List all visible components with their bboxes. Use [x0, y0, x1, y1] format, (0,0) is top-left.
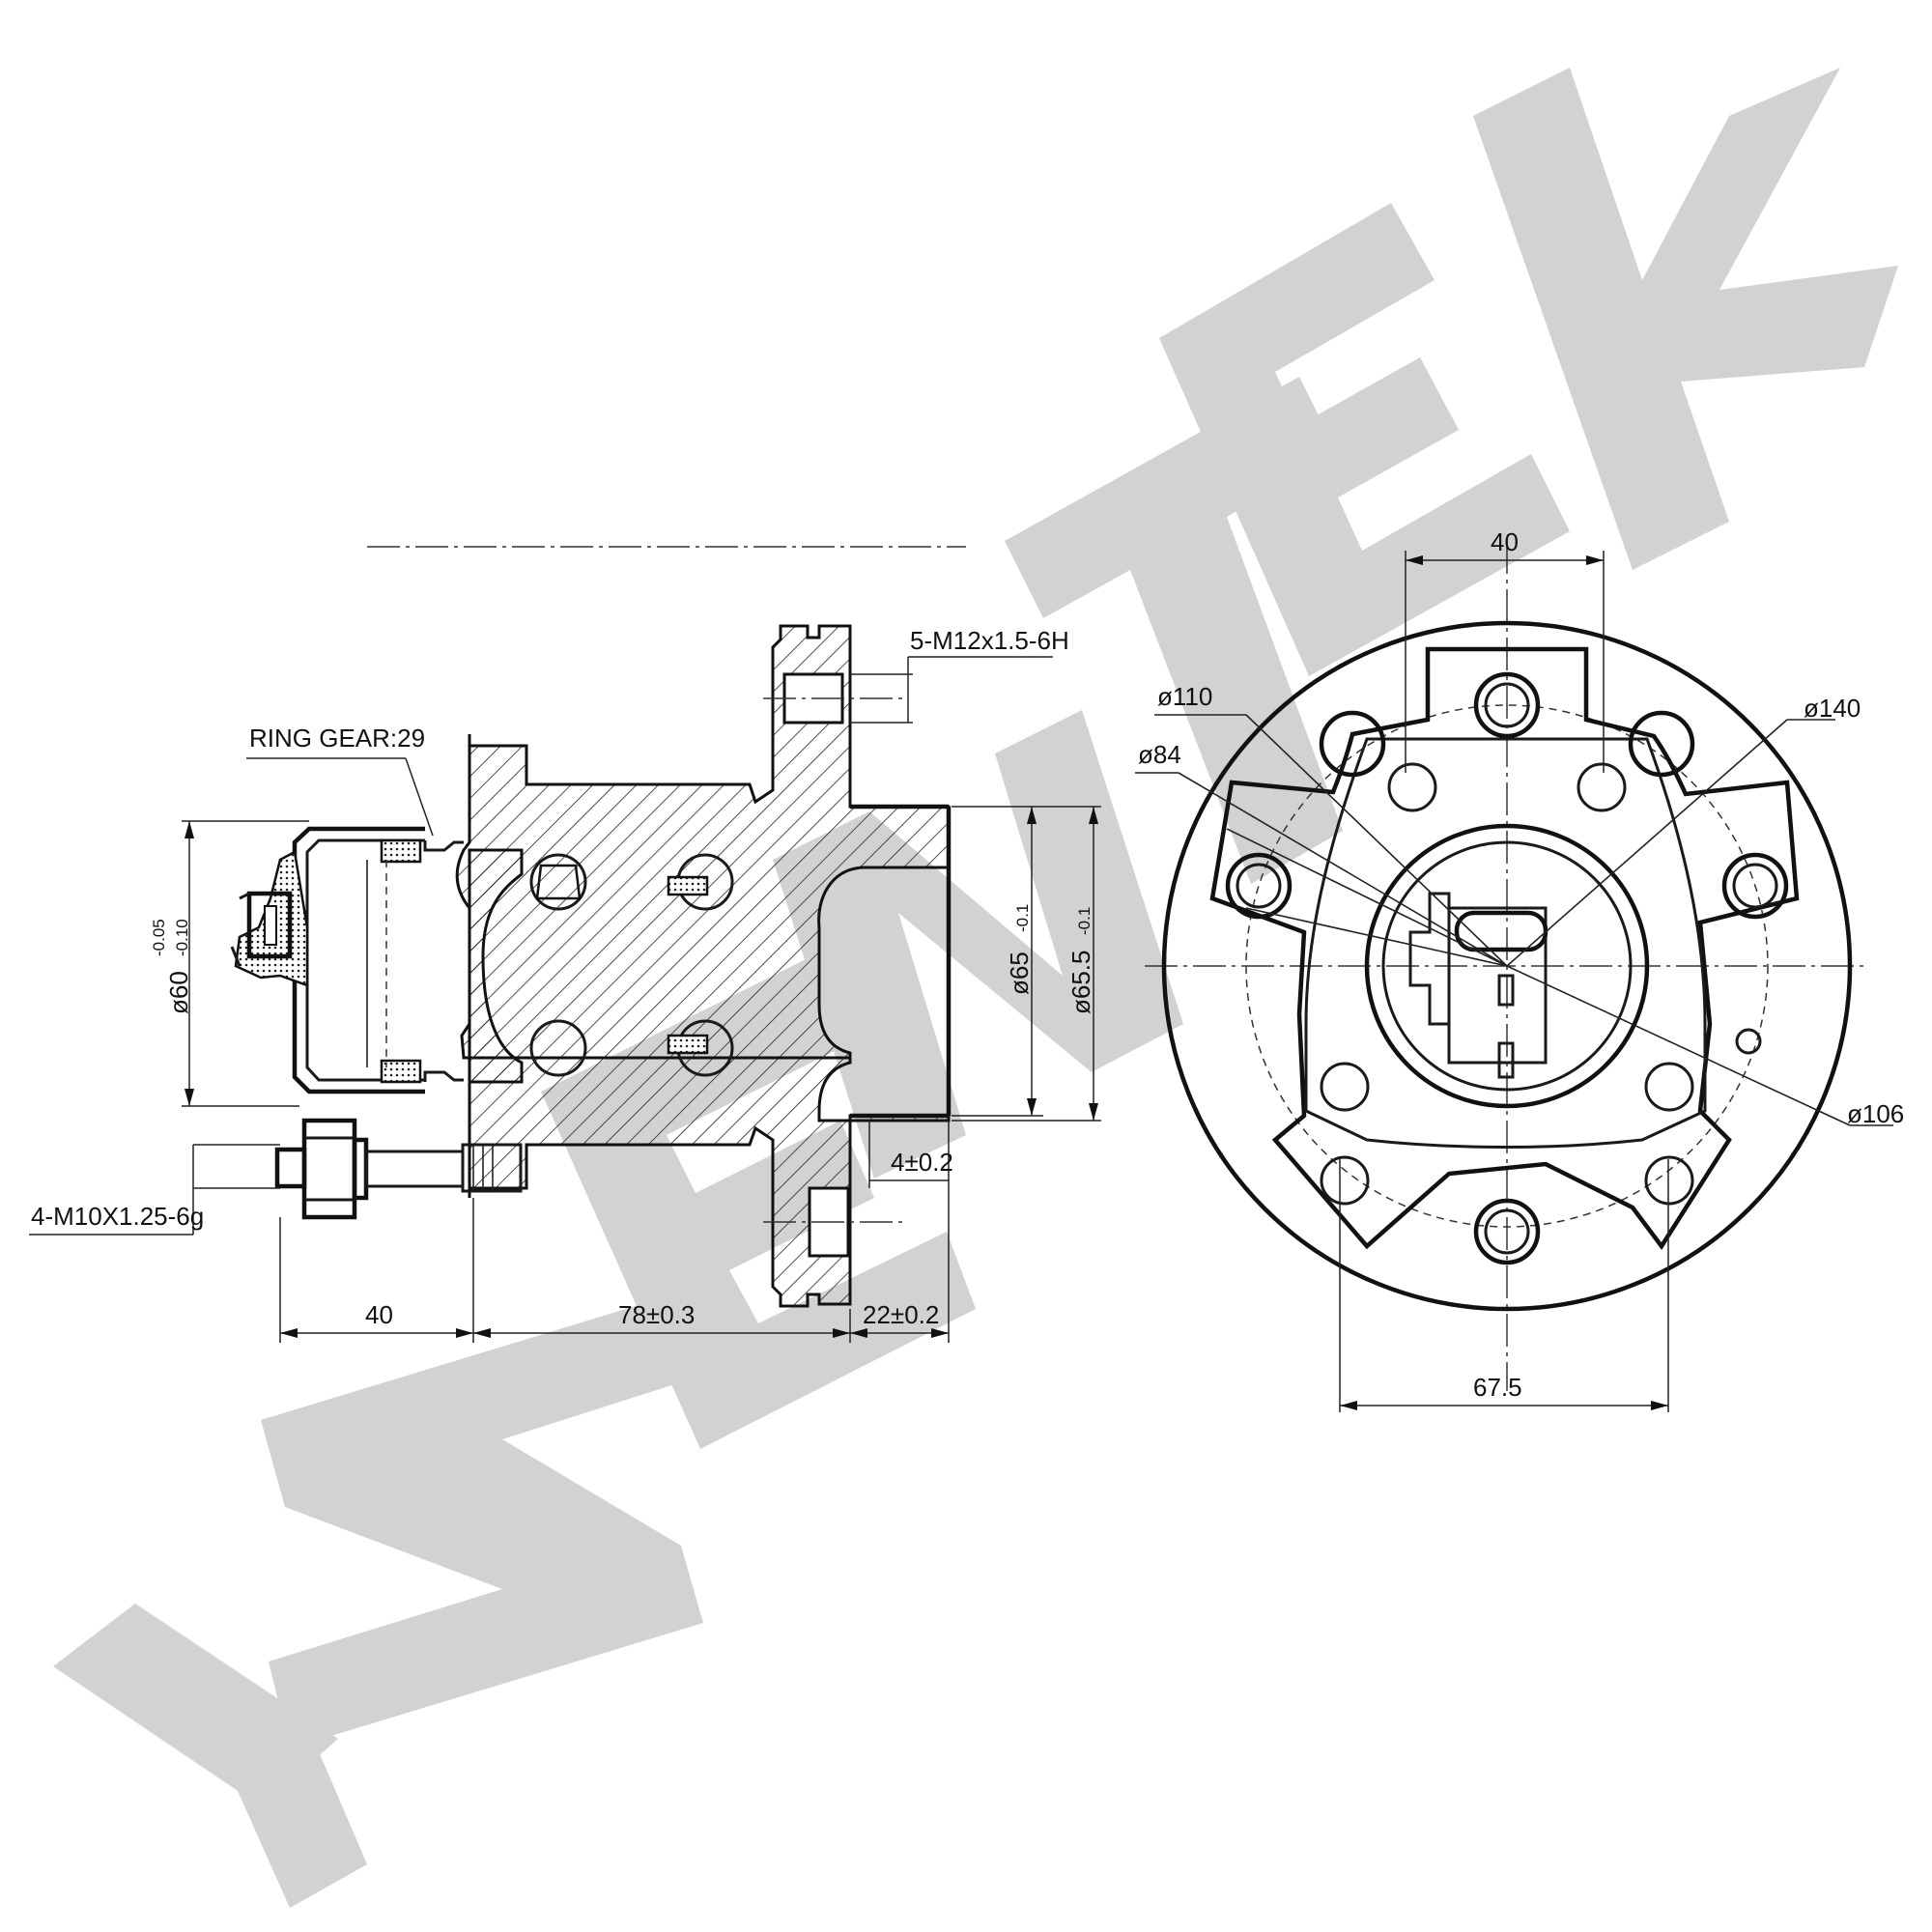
seal-upper — [380, 838, 422, 864]
wheel-stud-label: 5-M12x1.5-6H — [910, 626, 1069, 655]
stud-hole-upper-left — [1319, 710, 1386, 778]
mount-hole-1 — [1387, 762, 1437, 812]
small-hole — [1735, 1028, 1762, 1055]
hub-bore-inner — [1381, 840, 1633, 1092]
seal-lower — [380, 1059, 422, 1084]
dim-pilot-dia: ø60 — [164, 971, 193, 1014]
side-section-view: ø60 -0.05 -0.10 ø65 -0.1 ø65.5 -0.1 40 7… — [29, 546, 1101, 1343]
dim-spigot-dia: ø65 — [1005, 952, 1034, 995]
outer-circle — [1161, 620, 1853, 1312]
dim-pcd-84: ø84 — [1138, 740, 1181, 769]
mount-hole-6 — [1644, 1155, 1694, 1206]
seal-upper-2 — [667, 875, 709, 896]
front-view: ø110 ø84 ø140 ø106 40 67.5 — [1135, 527, 1904, 1412]
dim-pcd-110: ø110 — [1157, 682, 1212, 711]
bearing-ball-lower-1 — [529, 1019, 587, 1077]
dim-spigot-tol: -0.1 — [1013, 904, 1032, 932]
dim-spigot2-tol: -0.1 — [1075, 907, 1094, 935]
zentek-watermark — [53, 68, 1898, 1908]
flange-star — [1209, 646, 1800, 1250]
dim-flange-step: 4±0.2 — [891, 1148, 953, 1177]
dim-bottom-width: 67.5 — [1473, 1373, 1522, 1402]
stud-hole-left — [1225, 852, 1293, 920]
stud-hole-bottom — [1473, 1198, 1541, 1265]
mount-hole-3 — [1320, 1062, 1370, 1112]
dim-flange-offset: 22±0.2 — [863, 1300, 939, 1329]
dim-pilot-tol-lower: -0.10 — [173, 919, 191, 956]
dim-top-width: 40 — [1491, 527, 1519, 556]
pcd-circle — [1245, 704, 1769, 1228]
mount-hole-5 — [1320, 1155, 1370, 1206]
dim-pcd-106: ø106 — [1847, 1099, 1904, 1128]
dim-pilot-tol-upper: -0.05 — [150, 919, 168, 956]
stud-hole-right — [1721, 852, 1789, 920]
hub-body-upper — [455, 624, 951, 1060]
stud-hole-upper-right — [1628, 710, 1695, 778]
mount-hole-2 — [1577, 762, 1627, 812]
mounting-bolt — [274, 1118, 523, 1220]
hub-bore-outer — [1364, 823, 1650, 1109]
hub-shaft — [468, 848, 524, 1084]
stud-hole-top — [1473, 671, 1541, 739]
bolt-label: 4-M10X1.25-6g — [31, 1202, 204, 1231]
sensor-cap — [292, 826, 425, 1094]
dim-bolt-length: 40 — [365, 1300, 393, 1329]
ring-gear-label: RING GEAR:29 — [249, 724, 425, 753]
bearing-ball-upper-1 — [529, 853, 587, 911]
dim-spigot2-dia: ø65.5 — [1066, 951, 1095, 1015]
mount-hole-4 — [1644, 1062, 1694, 1112]
seal-lower-2 — [667, 1034, 709, 1055]
dim-outer-140: ø140 — [1804, 694, 1861, 723]
dim-body-length: 78±0.3 — [618, 1300, 695, 1329]
